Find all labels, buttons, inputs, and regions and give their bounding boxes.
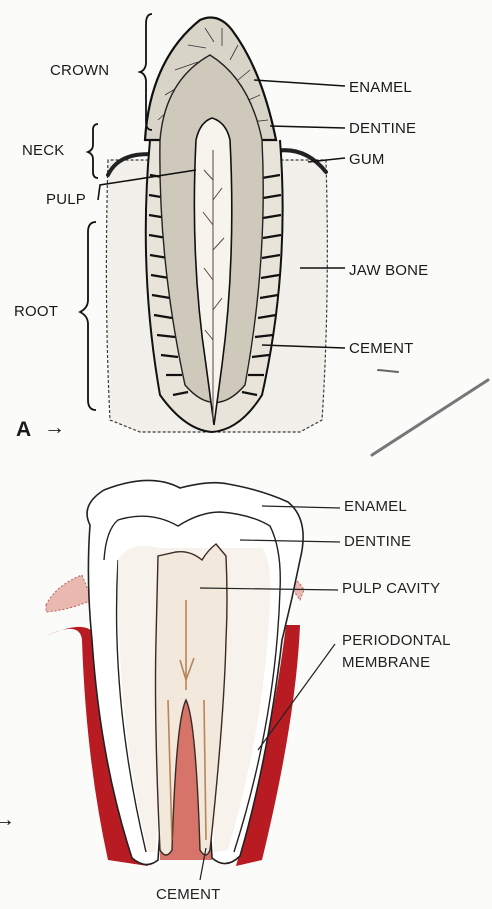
label-periodontal-line2: MEMBRANE — [342, 654, 430, 671]
label-cement-a: CEMENT — [349, 340, 414, 357]
root-brace — [80, 222, 96, 410]
label-periodontal-line1: PERIODONTAL — [342, 632, 451, 649]
panel-arrow-a: → — [44, 416, 65, 440]
label-enamel-b: ENAMEL — [344, 498, 407, 515]
label-root: ROOT — [14, 303, 58, 320]
panel-label-a: A — [16, 418, 31, 442]
molar-diagram — [46, 480, 340, 880]
neck-brace — [88, 124, 98, 178]
label-dentine-a: DENTINE — [349, 120, 416, 137]
label-enamel-a: ENAMEL — [349, 79, 412, 96]
label-gum: GUM — [349, 151, 385, 168]
label-pulp: PULP — [46, 191, 86, 208]
incisor-diagram — [80, 14, 488, 455]
label-jaw-bone: JAW BONE — [349, 262, 428, 279]
label-crown: CROWN — [50, 62, 109, 79]
label-pulp-cavity: PULP CAVITY — [342, 580, 440, 597]
label-cement-b: CEMENT — [156, 886, 221, 903]
gum-left — [46, 575, 92, 612]
pen-mark — [372, 380, 488, 455]
label-dentine-b: DENTINE — [344, 533, 411, 550]
panel-arrow-b: → — [0, 808, 15, 832]
label-neck: NECK — [22, 142, 64, 159]
pen-mark-small — [378, 370, 398, 372]
